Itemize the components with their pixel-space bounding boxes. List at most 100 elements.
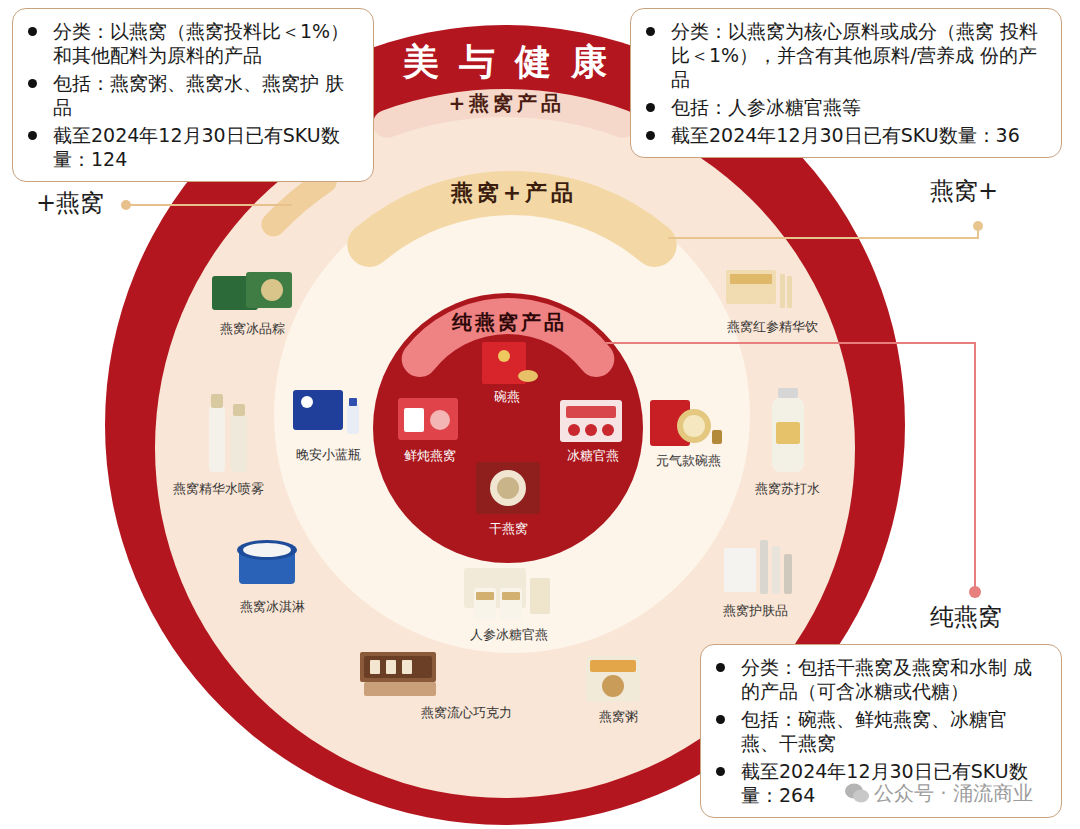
product-part bbox=[590, 660, 636, 672]
zone-banner-text: 纯燕窝产品 bbox=[449, 309, 567, 335]
product-part bbox=[683, 415, 705, 437]
product-part bbox=[360, 652, 436, 682]
product-name: 人参冰糖官燕 bbox=[470, 626, 548, 643]
product-part bbox=[602, 424, 614, 436]
product-part bbox=[498, 350, 510, 362]
product-part bbox=[518, 370, 538, 382]
callout-box: 分类：以燕窝（燕窝投料比＜1%） 和其他配料为原料的产品包括：燕窝粥、燕窝水、燕… bbox=[12, 8, 374, 182]
label-holder: 燕窝+ bbox=[930, 176, 998, 207]
marker-arc bbox=[273, 181, 325, 224]
product-part bbox=[500, 588, 522, 620]
product-part bbox=[476, 462, 540, 514]
zone-circle: 燕窝+产品纯燕窝产品碗燕鲜炖燕窝冰糖官燕干燕窝晚安小蓝瓶元气款碗燕人参冰糖官燕 bbox=[274, 177, 750, 653]
product-image bbox=[586, 656, 640, 702]
product-item: 人参冰糖官燕 bbox=[464, 568, 554, 643]
leader-line bbox=[128, 204, 292, 206]
product-item: 冰糖官燕 bbox=[560, 400, 622, 464]
product-part bbox=[430, 410, 450, 430]
product-name: 晚安小蓝瓶 bbox=[296, 446, 361, 463]
core-circle: 纯燕窝产品碗燕鲜炖燕窝冰糖官燕干燕窝 bbox=[373, 293, 643, 563]
product-part bbox=[349, 398, 357, 406]
product-part bbox=[568, 424, 580, 436]
product-name: 燕窝流心巧克力 bbox=[421, 704, 512, 721]
product-name: 燕窝粥 bbox=[599, 708, 638, 725]
callout-text: 截至2024年12月30日已有SKU数量：36 bbox=[671, 123, 1049, 147]
product-item: 燕窝红参精华饮 bbox=[722, 266, 818, 335]
product-image bbox=[293, 386, 363, 438]
product-image bbox=[205, 392, 253, 472]
product-item: 燕窝精华水喷雾 bbox=[173, 392, 264, 497]
product-image bbox=[476, 462, 540, 514]
callout-text: 包括：碗燕、鲜炖燕窝、冰糖官 燕、干燕窝 bbox=[741, 707, 1049, 755]
callout-box: 分类：以燕窝为核心原料或成分（燕窝 投料比＜1%），并含有其他原料/营养成 份的… bbox=[630, 8, 1062, 158]
callout-text: 分类：以燕窝（燕窝投料比＜1%） 和其他配料为原料的产品 bbox=[53, 19, 361, 67]
product-name: 冰糖官燕 bbox=[567, 447, 619, 464]
product-image bbox=[560, 400, 622, 442]
product-name: 燕窝红参精华饮 bbox=[727, 318, 818, 335]
product-name: 元气款碗燕 bbox=[656, 452, 721, 469]
callout-text: 包括：人参冰糖官燕等 bbox=[671, 95, 1049, 119]
product-part bbox=[231, 414, 247, 472]
product-part bbox=[293, 390, 343, 430]
product-part bbox=[404, 408, 424, 432]
leader-dot bbox=[121, 200, 131, 210]
circle-fill bbox=[373, 293, 643, 563]
product-item: 燕窝冰品粽 bbox=[212, 272, 292, 337]
product-part bbox=[585, 424, 597, 436]
product-item: 燕窝流心巧克力 bbox=[360, 652, 512, 721]
product-name: 干燕窝 bbox=[489, 520, 528, 537]
product-item: 元气款碗燕 bbox=[650, 400, 722, 469]
callout-text: 分类：以燕窝为核心原料或成分（燕窝 投料比＜1%），并含有其他原料/营养成 份的… bbox=[671, 19, 1049, 91]
product-part bbox=[497, 477, 519, 499]
product-part bbox=[398, 398, 458, 440]
product-image bbox=[722, 266, 794, 310]
callout-text: 截至2024年12月30日已有SKU数 量：124 bbox=[53, 123, 361, 171]
product-part bbox=[386, 660, 396, 674]
product-part bbox=[474, 588, 496, 620]
callout-text: 分类：包括干燕窝及燕窝和水制 成的产品（可含冰糖或代糖） bbox=[741, 655, 1049, 703]
zone-banner-text: +燕窝产品 bbox=[445, 90, 566, 116]
product-image bbox=[398, 398, 458, 440]
product-part bbox=[784, 554, 792, 594]
product-part bbox=[261, 279, 283, 301]
product-part bbox=[724, 548, 756, 592]
label-holder: 公众号 · 涌流商业 bbox=[874, 780, 1033, 806]
product-image bbox=[476, 342, 538, 384]
leader-line bbox=[603, 343, 975, 588]
callout-label: +燕窝 bbox=[36, 188, 104, 219]
watermark: 公众号 · 涌流商业 bbox=[874, 780, 1033, 806]
callout-text: 包括：燕窝粥、燕窝水、燕窝护 肤品 bbox=[53, 71, 361, 119]
product-part bbox=[211, 394, 223, 408]
label-holder: +燕窝 bbox=[36, 188, 104, 219]
product-image bbox=[464, 568, 554, 620]
circle-fill bbox=[274, 177, 750, 653]
product-part bbox=[760, 540, 768, 594]
callout-label: 燕窝+ bbox=[930, 176, 998, 207]
product-part bbox=[712, 430, 722, 444]
product-part bbox=[490, 470, 526, 506]
product-name: 燕窝精华水喷雾 bbox=[173, 480, 264, 497]
product-item: 燕窝粥 bbox=[586, 656, 640, 725]
product-image bbox=[236, 538, 298, 590]
label-holder: 纯燕窝 bbox=[930, 602, 1002, 633]
leader-dot bbox=[973, 221, 983, 231]
product-part bbox=[402, 660, 412, 674]
product-part bbox=[237, 540, 297, 560]
product-part bbox=[586, 656, 640, 702]
product-part bbox=[560, 400, 622, 442]
product-part bbox=[780, 274, 785, 308]
product-part bbox=[476, 592, 494, 600]
product-part bbox=[566, 406, 616, 418]
watermark-icon bbox=[844, 782, 870, 804]
product-part bbox=[677, 409, 711, 443]
product-part bbox=[787, 276, 792, 308]
product-item: 燕窝护肤品 bbox=[723, 540, 795, 619]
product-item: 晚安小蓝瓶 bbox=[293, 386, 363, 463]
product-part bbox=[370, 660, 380, 674]
zone-banner-text: 燕窝+产品 bbox=[447, 179, 577, 208]
product-item: 燕窝冰淇淋 bbox=[236, 538, 305, 615]
watermark-icon-part bbox=[853, 790, 869, 803]
product-item: 燕窝苏打水 bbox=[755, 388, 820, 497]
product-item: 碗燕 bbox=[476, 342, 538, 405]
